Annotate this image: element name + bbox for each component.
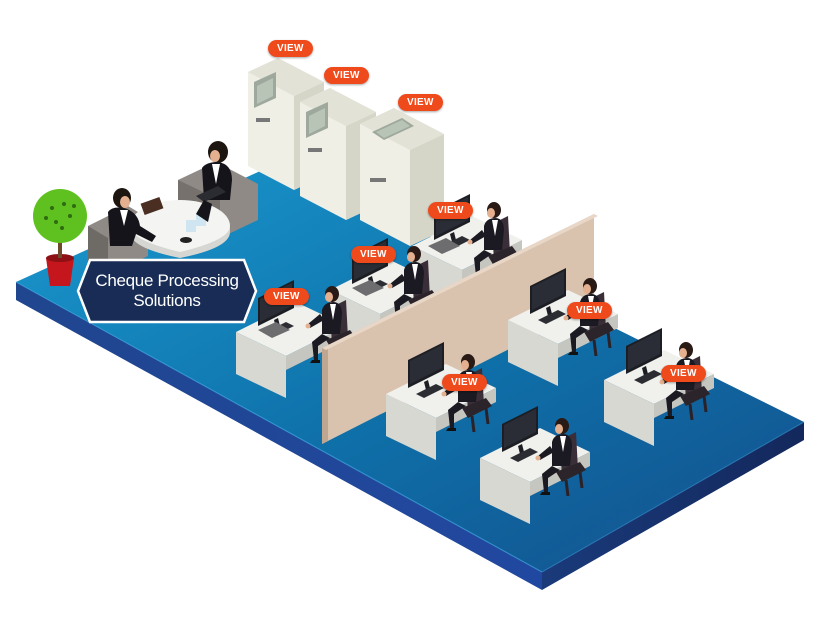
office-worker-icon [108,188,156,246]
badge-title-line-2: Solutions [133,291,201,310]
atm-machine-icon [360,108,444,246]
view-button-desk-3[interactable]: VIEW [264,288,309,305]
office-worker-icon [196,141,232,222]
plant-icon [33,189,87,286]
hexagon-badge-shape [76,258,258,324]
view-button-atm-3[interactable]: VIEW [398,94,443,111]
view-button-atm-1[interactable]: VIEW [268,40,313,57]
partition-wall [322,214,598,444]
meeting-area [88,141,258,276]
view-button-atm-2[interactable]: VIEW [324,67,369,84]
view-button-desk-5[interactable]: VIEW [442,374,487,391]
badge-title: Cheque Processing Solutions [76,258,258,324]
badge-title-line-1: Cheque Processing [95,271,239,290]
view-button-desk-2[interactable]: VIEW [351,246,396,263]
view-button-desk-6[interactable]: VIEW [661,365,706,382]
view-button-desk-1[interactable]: VIEW [428,202,473,219]
cheque-processing-badge[interactable]: Cheque Processing Solutions [76,258,258,324]
workstation-row-left [236,194,522,398]
view-button-desk-4[interactable]: VIEW [567,302,612,319]
